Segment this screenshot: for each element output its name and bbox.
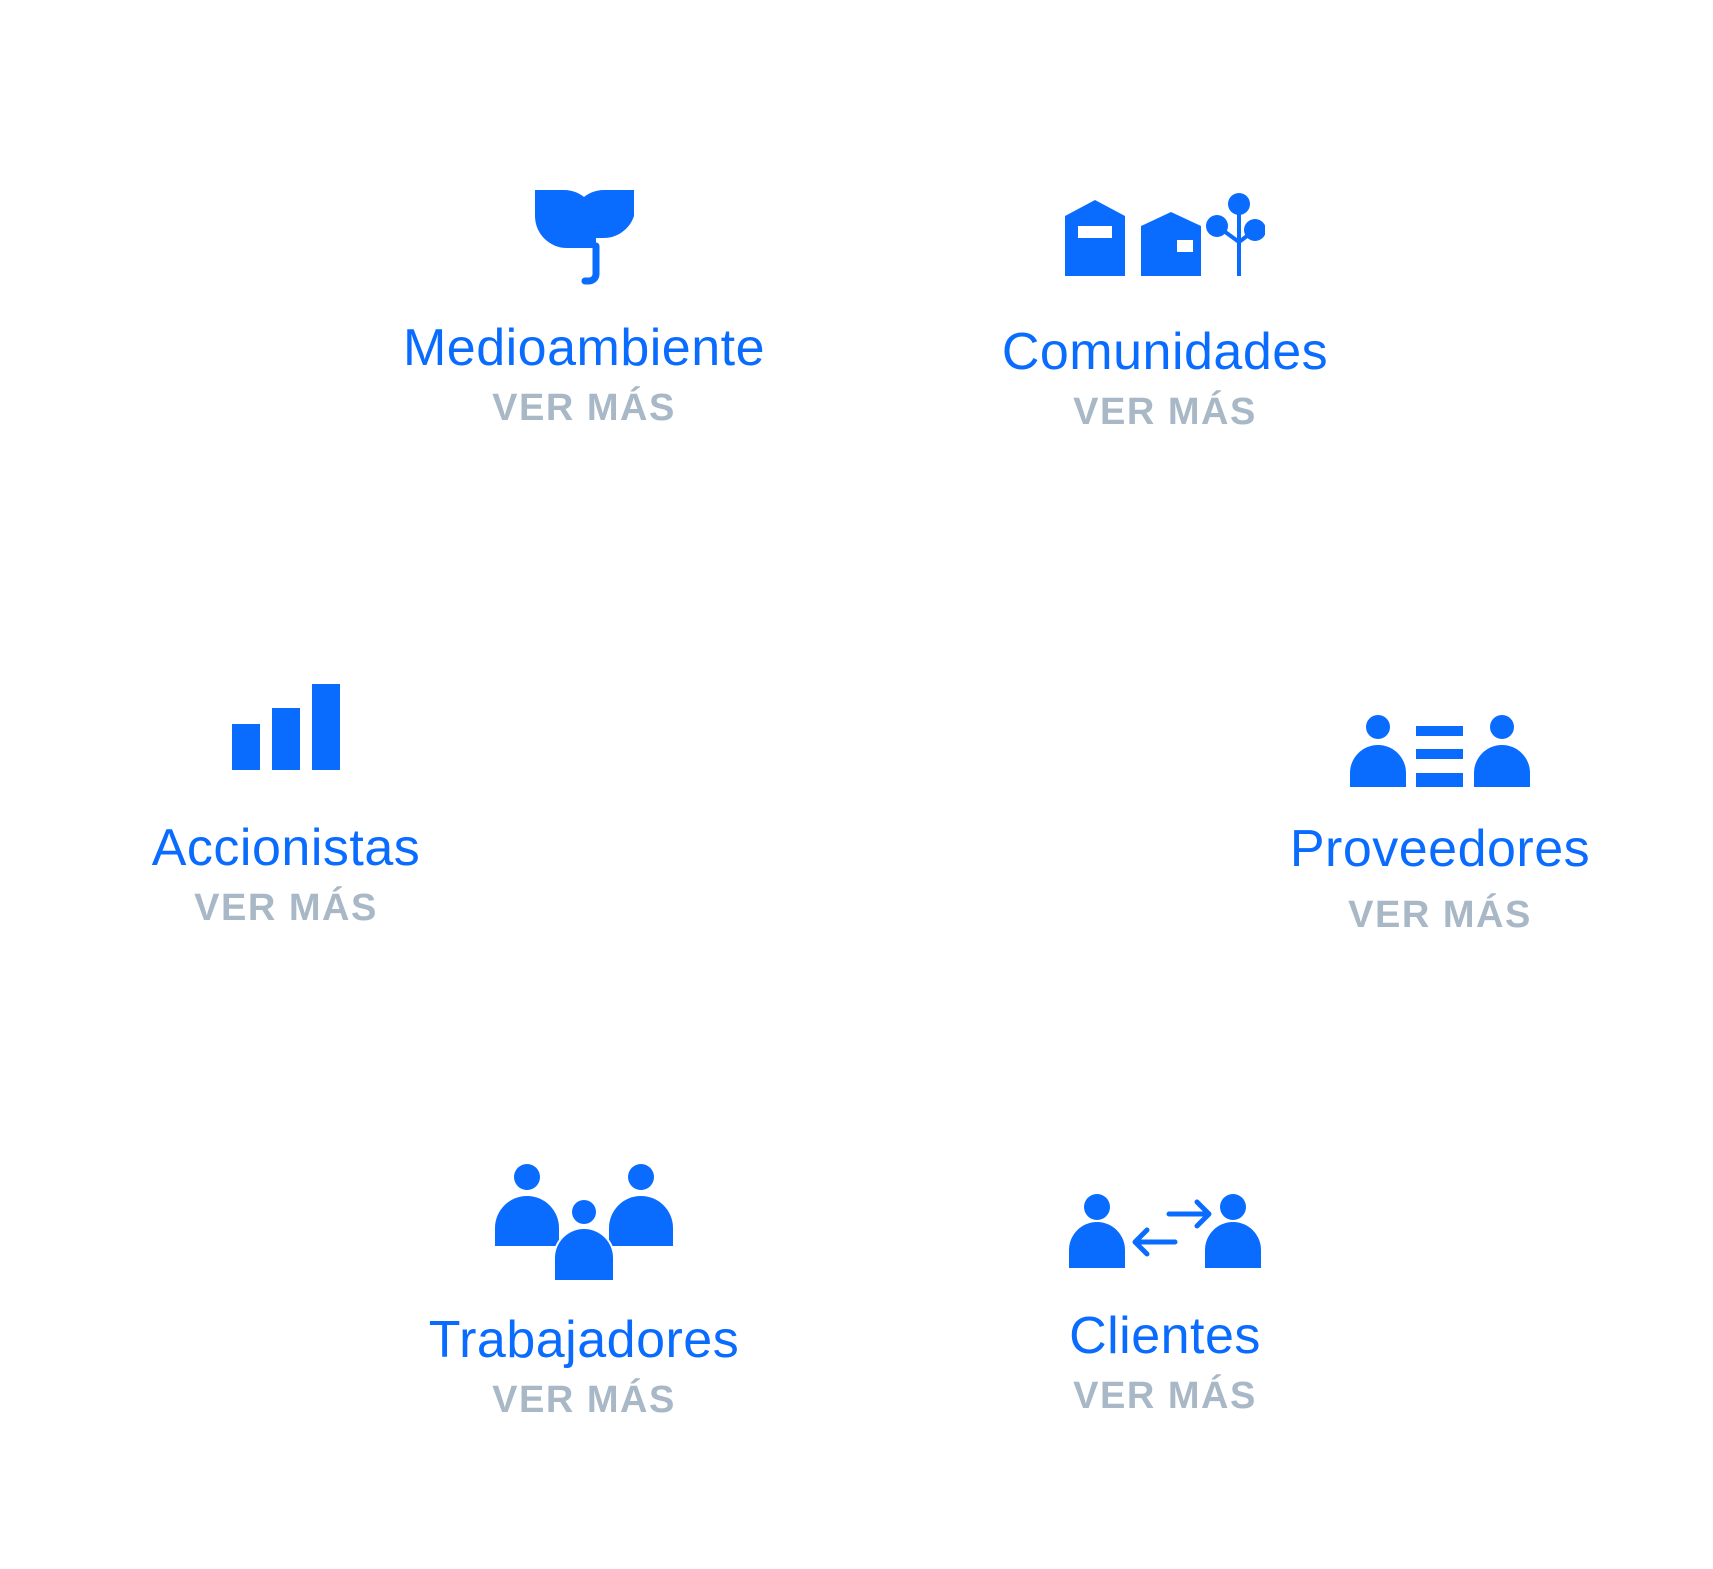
stakeholder-proveedores[interactable]: Proveedores VER MÁS <box>1220 715 1660 937</box>
ver-mas-link[interactable]: VER MÁS <box>1348 894 1532 936</box>
stakeholder-clientes[interactable]: Clientes VER MÁS <box>945 1194 1385 1418</box>
stakeholder-title: Trabajadores <box>428 1311 740 1369</box>
supplier-people-list-icon <box>1220 715 1660 787</box>
workers-group-icon <box>364 1164 804 1280</box>
sprout-icon <box>364 188 804 292</box>
stakeholder-title: Medioambiente <box>402 319 766 377</box>
ver-mas-link[interactable]: VER MÁS <box>194 887 378 929</box>
stakeholder-title: Comunidades <box>1001 323 1329 381</box>
stakeholder-accionistas[interactable]: Accionistas VER MÁS <box>66 684 506 930</box>
stakeholder-comunidades[interactable]: Comunidades VER MÁS <box>945 190 1385 434</box>
community-houses-tree-icon <box>945 190 1385 276</box>
stakeholder-title: Proveedores <box>1289 820 1591 878</box>
stakeholder-title: Accionistas <box>151 819 421 877</box>
ver-mas-link[interactable]: VER MÁS <box>1073 391 1257 433</box>
ver-mas-link[interactable]: VER MÁS <box>492 387 676 429</box>
bar-chart-icon <box>66 684 506 770</box>
ver-mas-link[interactable]: VER MÁS <box>492 1379 676 1421</box>
stakeholder-trabajadores[interactable]: Trabajadores VER MÁS <box>364 1164 804 1422</box>
stakeholder-medioambiente[interactable]: Medioambiente VER MÁS <box>364 188 804 430</box>
clients-exchange-icon <box>945 1194 1385 1268</box>
stakeholder-title: Clientes <box>1069 1307 1261 1365</box>
ver-mas-link[interactable]: VER MÁS <box>1073 1375 1257 1417</box>
